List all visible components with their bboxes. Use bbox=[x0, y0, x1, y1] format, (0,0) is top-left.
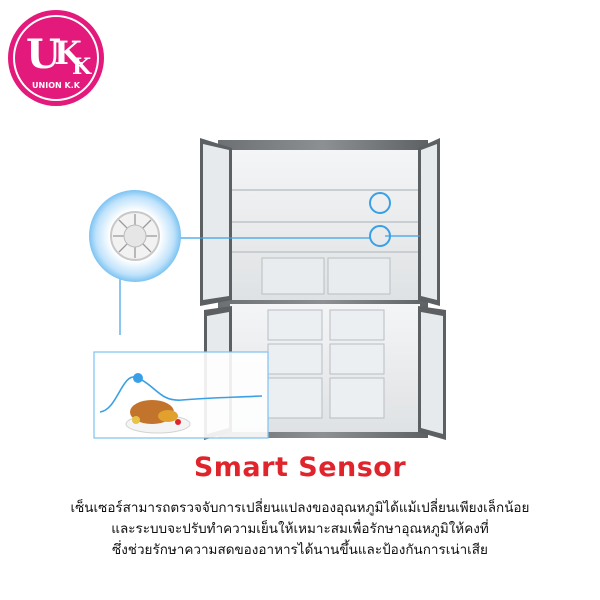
feature-title: Smart Sensor bbox=[193, 452, 407, 483]
logo-caption: UNION K.K bbox=[32, 81, 81, 90]
feature-description: เซ็นเซอร์สามารถตรวจจับการเปลี่ยนแปลงของอ… bbox=[0, 498, 600, 561]
svg-text:U: U bbox=[26, 31, 61, 78]
description-line: ซึ่งช่วยรักษาความสดของอาหารได้นานขึ้นและ… bbox=[112, 542, 488, 558]
brand-logo: U K K UNION K.K bbox=[8, 10, 104, 106]
svg-text:K: K bbox=[72, 54, 92, 80]
svg-text:K: K bbox=[54, 34, 83, 72]
description-line: และระบบจะปรับทำความเย็นให้เหมาะสมเพื่อรั… bbox=[111, 521, 489, 537]
description-line: เซ็นเซอร์สามารถตรวจจับการเปลี่ยนแปลงของอ… bbox=[70, 500, 530, 516]
